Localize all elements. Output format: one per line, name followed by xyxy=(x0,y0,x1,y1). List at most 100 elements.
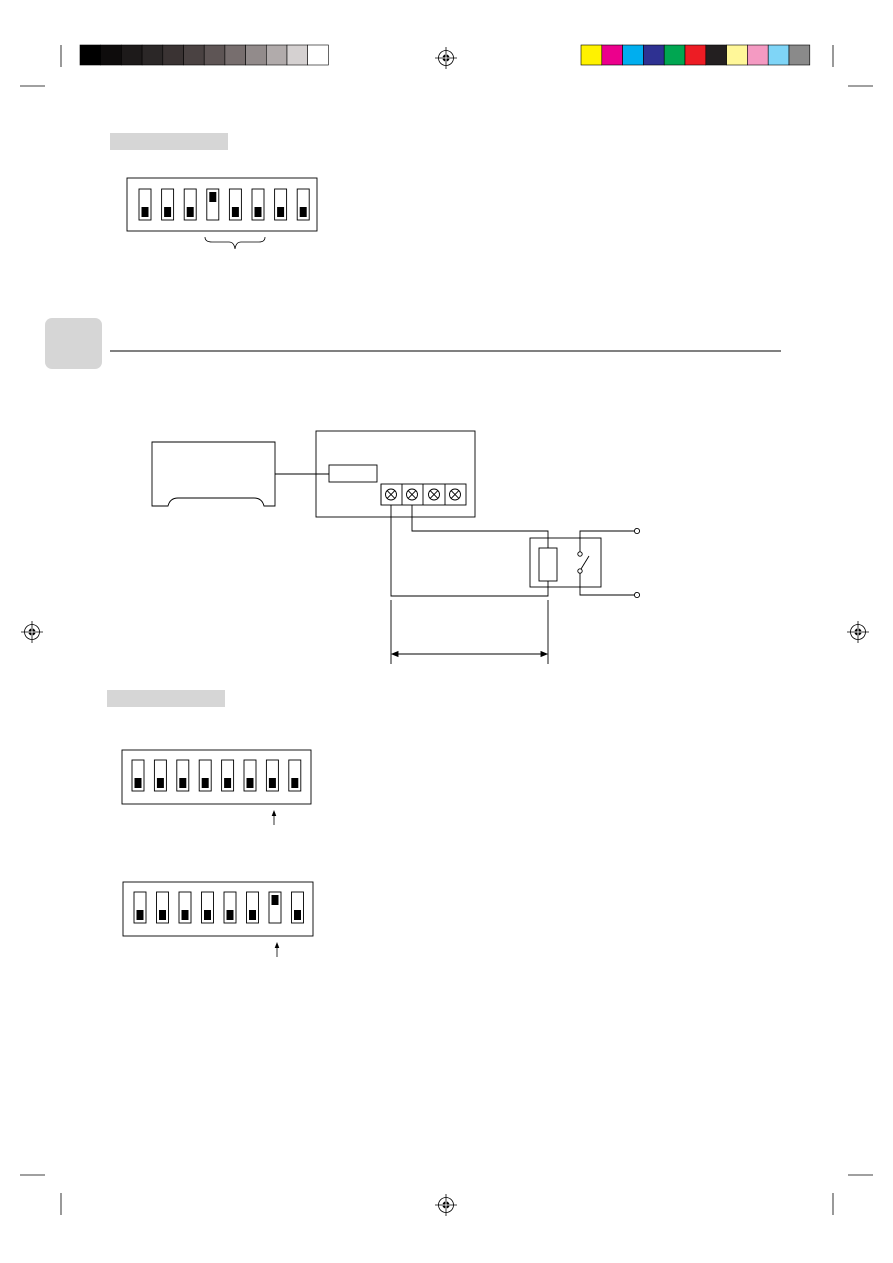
grayscale-color-bar xyxy=(79,44,329,66)
dimension-arrow-right xyxy=(540,650,549,658)
output-lead-bottom xyxy=(579,573,634,596)
dip-switch-3 xyxy=(176,759,190,792)
terminal-screw-3 xyxy=(428,488,440,501)
wiring-diagram xyxy=(151,430,641,664)
color-swatch xyxy=(141,44,164,66)
color-swatch xyxy=(788,44,811,66)
dip-switch-knob xyxy=(136,910,144,920)
color-swatch xyxy=(183,44,205,66)
relay-contact-bottom xyxy=(577,568,583,574)
terminal-screw-1 xyxy=(385,488,397,501)
dip-switch-2 xyxy=(153,759,167,792)
dip-switch-knob xyxy=(246,778,254,788)
dip-switch-7 xyxy=(274,188,288,221)
dip-switch-block-2 xyxy=(121,749,312,805)
relay-switch-arm xyxy=(580,555,590,570)
dip-switch-1 xyxy=(131,759,145,792)
dip-switch-1 xyxy=(133,891,147,924)
color-swatch xyxy=(121,44,143,66)
section-label-bar-bottom xyxy=(107,690,225,707)
dip-switch-4 xyxy=(206,188,220,221)
color-swatch xyxy=(286,44,309,66)
dip-switch-knob xyxy=(164,207,172,217)
color-swatch xyxy=(684,44,707,66)
color-swatch xyxy=(100,44,122,66)
dip-switch-knob xyxy=(299,207,307,217)
dip-switch-knob xyxy=(231,207,239,217)
relay-coil xyxy=(538,547,558,582)
color-swatch xyxy=(705,44,727,66)
dip-switch-knob xyxy=(159,910,166,920)
terminal-screw-2 xyxy=(406,488,418,501)
dip-switch-knob xyxy=(294,910,301,920)
dip-switch-6 xyxy=(243,759,257,792)
relay-contact-top xyxy=(577,551,583,557)
dip-switch-knob xyxy=(271,895,279,905)
output-terminal-bottom xyxy=(633,591,641,599)
dip-switch-knob xyxy=(186,207,194,217)
dip-switch-knob xyxy=(201,778,209,788)
color-swatch xyxy=(265,44,288,66)
section-label-bar-top xyxy=(110,133,228,150)
color-swatch xyxy=(203,44,226,66)
pointer-arrow-2 xyxy=(274,942,280,957)
dip-switch-knob xyxy=(181,910,189,920)
color-swatch xyxy=(224,44,246,66)
dip-switch-5 xyxy=(221,759,235,792)
registration-mark-left xyxy=(21,621,43,643)
control-unit xyxy=(315,430,476,518)
dip-switch-7 xyxy=(265,759,279,792)
dip-switch-8 xyxy=(291,891,304,924)
dip-switch-2 xyxy=(161,188,175,221)
dip-switch-knob xyxy=(179,778,187,788)
connector xyxy=(328,464,378,483)
color-swatch xyxy=(245,44,267,66)
dip-switch-3 xyxy=(178,891,192,924)
color-swatch xyxy=(622,44,644,66)
wire-2 xyxy=(411,505,549,548)
dip-switch-knob xyxy=(224,778,232,788)
dip-switch-knob xyxy=(204,910,211,920)
process-color-bar xyxy=(580,44,811,66)
dip-switch-6 xyxy=(246,891,259,924)
chapter-tab xyxy=(45,318,102,369)
external-unit xyxy=(151,441,276,507)
dip-switch-knob xyxy=(156,778,164,788)
registration-mark-bottom xyxy=(435,1194,457,1216)
crop-marks xyxy=(20,45,873,1215)
wire-1 xyxy=(390,505,549,597)
color-swatch xyxy=(307,44,329,66)
dip-switch-knob xyxy=(277,207,285,217)
dip-switch-knob xyxy=(249,910,256,920)
color-swatch xyxy=(726,44,748,66)
dip-switch-5 xyxy=(223,891,237,924)
color-swatch xyxy=(643,44,665,66)
dip-switch-block-1 xyxy=(126,177,318,232)
dip-switch-6 xyxy=(251,188,265,221)
dip-switch-2 xyxy=(156,891,169,924)
registration-mark-right xyxy=(847,621,869,643)
output-terminal-top xyxy=(633,527,641,535)
dip-switch-knob xyxy=(209,192,217,202)
dip-switch-knob xyxy=(141,207,149,217)
dip-switch-3 xyxy=(183,188,197,221)
color-swatch xyxy=(162,44,184,66)
dip-switch-4 xyxy=(198,759,212,792)
color-swatch xyxy=(79,44,102,66)
dip-switch-knob xyxy=(226,910,234,920)
pointer-arrow-1 xyxy=(271,810,277,825)
relay-box xyxy=(529,537,602,588)
dip-switch-knob xyxy=(254,207,262,217)
registration-mark-top xyxy=(435,47,457,69)
dip-switch-4 xyxy=(201,891,214,924)
dip-switch-8 xyxy=(288,759,302,792)
dip-switch-block-3 xyxy=(122,881,314,937)
dip-switch-7 xyxy=(268,891,282,924)
dip-switch-knob xyxy=(291,778,299,788)
dip-switch-8 xyxy=(296,188,310,221)
dip-switch-knob xyxy=(268,778,276,788)
terminal-block xyxy=(380,483,467,506)
color-swatch xyxy=(663,44,686,66)
color-swatch xyxy=(747,44,769,66)
